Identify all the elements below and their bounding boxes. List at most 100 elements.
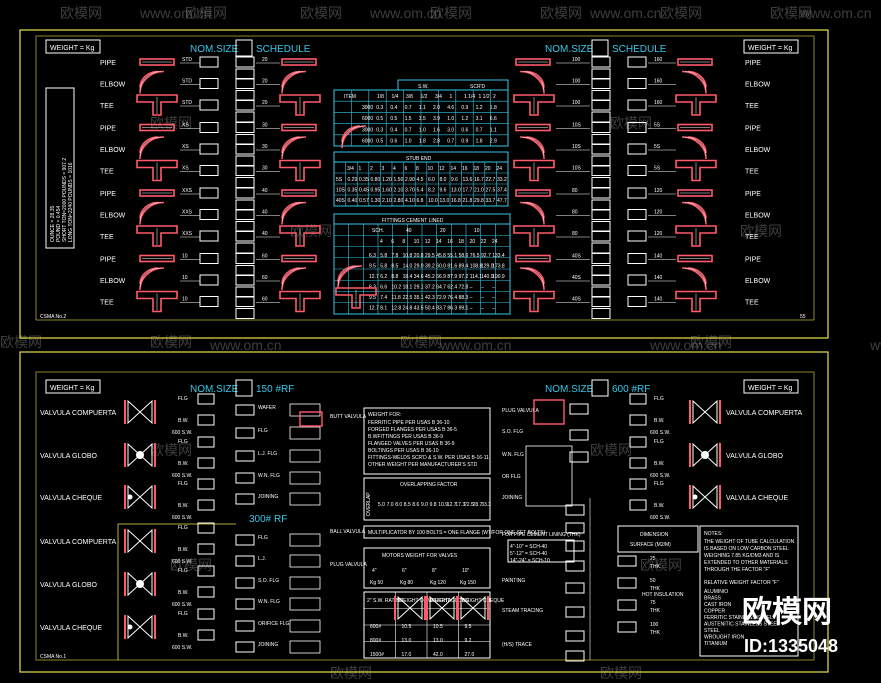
dimension-unit: THK	[650, 564, 661, 570]
stub-cell: 47.7	[497, 198, 507, 204]
cement-cell: 7.8	[391, 253, 398, 259]
overlap-value: 33.3	[481, 502, 491, 508]
elbow-outer	[519, 267, 545, 291]
elbow-symbol	[519, 267, 545, 291]
overlap-value: 9.0	[421, 502, 428, 508]
pipe-symbol	[515, 123, 551, 132]
tee-symbol	[675, 159, 717, 182]
schedule-entry	[235, 209, 255, 220]
cement-size-header: 20	[470, 239, 476, 245]
bottom-cell: 10.5	[433, 624, 443, 630]
tee-symbol	[136, 159, 178, 182]
pipe-symbol	[139, 254, 175, 263]
sw-col-header: 3/4	[435, 94, 442, 100]
valve-symbol	[124, 399, 156, 425]
sw-cell: 0.4	[390, 127, 397, 133]
schedule-title-left: SCHEDULE	[256, 44, 311, 55]
elbow-centerline	[522, 202, 545, 222]
stub-cell: 8.0	[440, 177, 447, 183]
schedule-entry	[627, 296, 647, 307]
elbow-outer	[681, 136, 707, 160]
cement-cell: 88.3	[459, 295, 469, 301]
schedule-entry-sub	[235, 221, 255, 232]
fitting-name-left: TEE	[100, 300, 114, 307]
elbow-outer	[341, 125, 367, 149]
watermark-url: www.om.cn	[209, 337, 282, 353]
valve-conn-label: B.W.	[654, 461, 665, 467]
cement-size-header: 8	[402, 239, 405, 245]
flange-entry	[235, 620, 255, 632]
valve-entry	[629, 436, 647, 448]
elbow-centerline	[281, 202, 304, 222]
flange-symbol	[289, 492, 321, 506]
valve-symbol	[124, 528, 156, 554]
elbow-inner	[139, 267, 159, 285]
cement-cell: 24.8	[403, 306, 413, 312]
sw-cell: 6000	[362, 116, 373, 122]
valve-conn-label: 600 S.W.	[650, 515, 670, 521]
sw-cell: 1.1	[419, 105, 426, 111]
stub-cell: 0.40	[348, 198, 358, 204]
bottom-cell: 13.0	[402, 638, 412, 644]
nom-size-title-left: NOM.SIZE	[190, 44, 239, 55]
cement-cell: 6.3	[369, 253, 376, 259]
elbow-symbol	[681, 70, 707, 94]
watermark-text: 欧模网	[640, 557, 682, 573]
flange-entry	[235, 493, 255, 505]
right-side-label: PAINTING	[502, 578, 525, 584]
schedule-code-right: 140	[654, 275, 663, 281]
watermark-text: 欧模网	[770, 5, 812, 21]
cement-cell: 29.5	[425, 253, 435, 259]
stub-cell: 10S	[336, 188, 346, 194]
conversion-line: LONG TON=2240 POUNDS = 1016	[68, 162, 74, 242]
dimension-unit: THK	[650, 586, 661, 592]
cement-size-header: 22	[481, 239, 487, 245]
weight-box-left	[45, 39, 101, 54]
elbow-inner	[687, 267, 707, 285]
cement-size-header: 6	[391, 239, 394, 245]
elbow-symbol	[681, 136, 707, 160]
weight-for-line: FERRITIC PIPE PER USAS B 36-10	[368, 420, 450, 426]
schedule-entry	[627, 56, 647, 68]
schedule-entry-sub	[235, 134, 255, 145]
sw-cell: 0.5	[376, 139, 383, 145]
pipe-symbol	[515, 58, 551, 66]
nom-size-entry	[199, 99, 219, 111]
motor-size: 4"	[372, 568, 377, 574]
watermark-text: 欧模网	[150, 115, 192, 131]
pipe-outline	[281, 189, 317, 197]
tee-outline	[279, 94, 321, 116]
pipe-outline	[677, 123, 713, 132]
valve-body	[397, 595, 423, 621]
cement-cell: 10.8	[403, 253, 413, 259]
elbow-outer	[139, 136, 165, 160]
conversion-line: OUNCE = 28.35	[50, 206, 56, 242]
watermark-text: 欧模网	[60, 5, 102, 21]
watermark-text: 欧模网	[660, 5, 702, 21]
stub-col-header: 14	[451, 166, 457, 172]
valve-symbol	[689, 442, 721, 468]
schedule-entry	[235, 99, 255, 111]
schedule-entry	[627, 209, 647, 220]
valve-symbol	[124, 571, 156, 597]
cement-lined-title: FITTINGS CEMENT LINED	[382, 218, 444, 224]
pipe-lining-line: 4"-10" = SCH-40	[510, 544, 547, 550]
elbow-inner	[525, 70, 545, 88]
valve-conn-label: B.W.	[178, 590, 189, 596]
stub-col-header: 1	[359, 166, 362, 172]
cement-cell: –	[481, 295, 484, 301]
sw-table	[333, 89, 509, 147]
sw-cell: 0.7	[476, 127, 483, 133]
cement-size-header: 10	[414, 239, 420, 245]
cement-cell: 5.8	[380, 253, 387, 259]
notes-line: WEIGHING 7.85 KG/DM3 AND IS	[704, 553, 780, 559]
rating-600: 600 #RF	[612, 384, 650, 395]
stub-cell: 21.8	[463, 198, 473, 204]
conversion-line: SHORT TON=2000 POUNDS = 907.2	[62, 158, 68, 242]
stub-cell: 10.0	[428, 198, 438, 204]
nom-size-entry-sub	[591, 286, 611, 298]
fitting-name-right: TEE	[745, 103, 759, 110]
flange-symbol	[289, 619, 321, 633]
schedule-code-left: 40	[262, 210, 268, 216]
flange-label-300: FLG	[258, 535, 268, 541]
